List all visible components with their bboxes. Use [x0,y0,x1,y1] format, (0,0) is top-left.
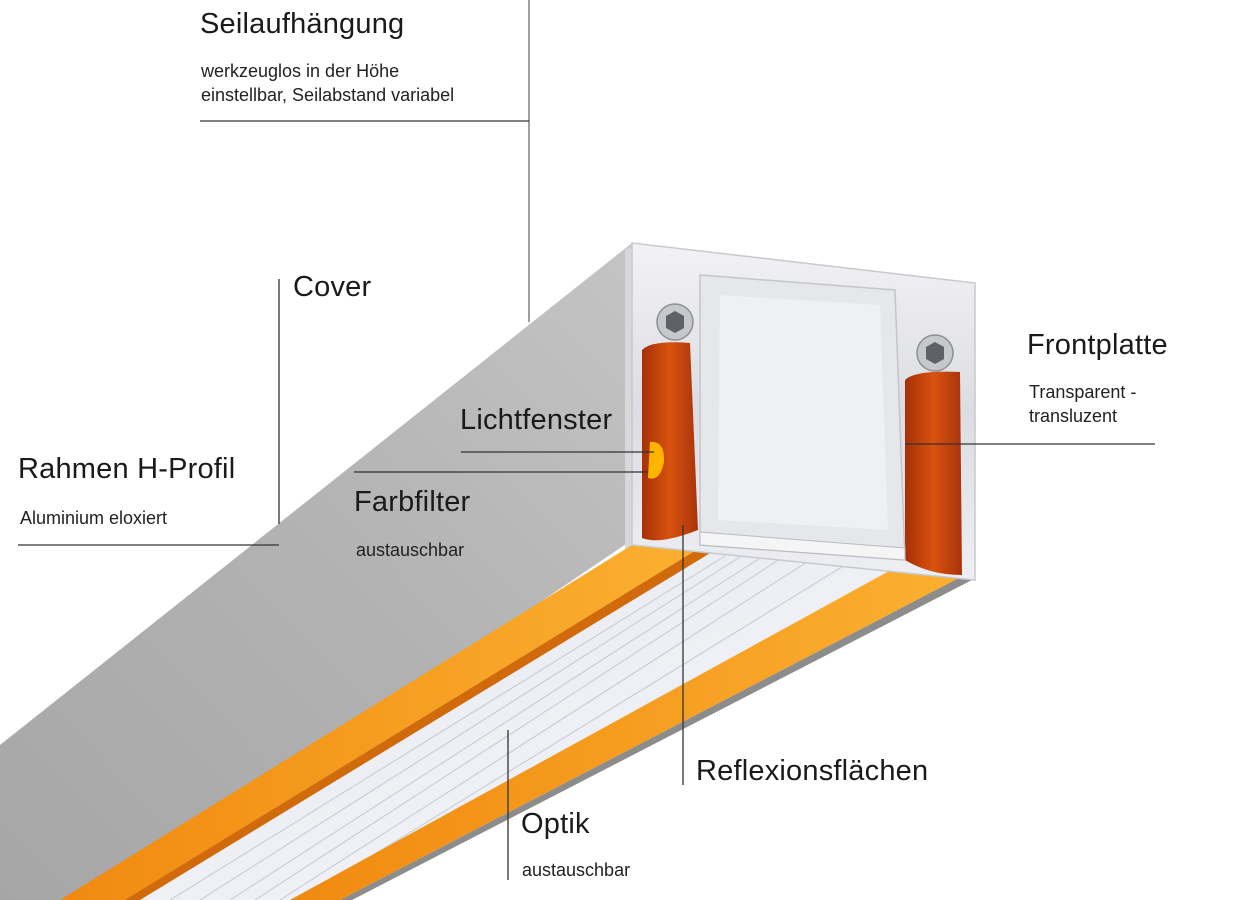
label-frontplatte-line1: Transparent - [1029,382,1137,402]
screw-right [916,334,954,372]
label-cover-title: Cover [293,271,372,303]
light-window [648,441,665,479]
label-seilaufhaengung-line2: einstellbar, Seilabstand variabel [201,85,455,105]
label-rahmen-title: Rahmen H-Profil [18,453,236,485]
left-chamber [642,342,698,541]
label-reflexionsflaechen-title: Reflexionsflächen [696,755,929,787]
housing-top-face [0,243,632,900]
inner-profile-light [718,295,888,530]
label-frontplatte-title: Frontplatte [1027,329,1168,361]
label-seilaufhaengung-title: Seilaufhängung [200,8,405,40]
right-chamber [905,371,962,575]
optic-ribs [169,555,851,900]
label-seilaufhaengung-line1: werkzeuglos in der Höhe [201,61,400,81]
screw-left [656,303,694,341]
right-filter-strip [290,565,965,900]
label-optik-sub: austauschbar [522,860,631,880]
left-filter-strip [60,545,700,900]
right-filter-edge [340,575,972,900]
label-frontplatte-line2: transluzent [1029,406,1118,426]
label-optik-title: Optik [521,808,590,840]
label-rahmen-sub: Aluminium eloxiert [20,508,168,528]
label-lichtfenster-title: Lichtfenster [460,404,613,436]
label-farbfilter-sub: austauschbar [356,540,465,560]
optic-surface [140,552,900,900]
label-farbfilter-title: Farbfilter [354,486,471,518]
grooved-edge [699,531,906,561]
left-filter-edge [125,548,712,900]
